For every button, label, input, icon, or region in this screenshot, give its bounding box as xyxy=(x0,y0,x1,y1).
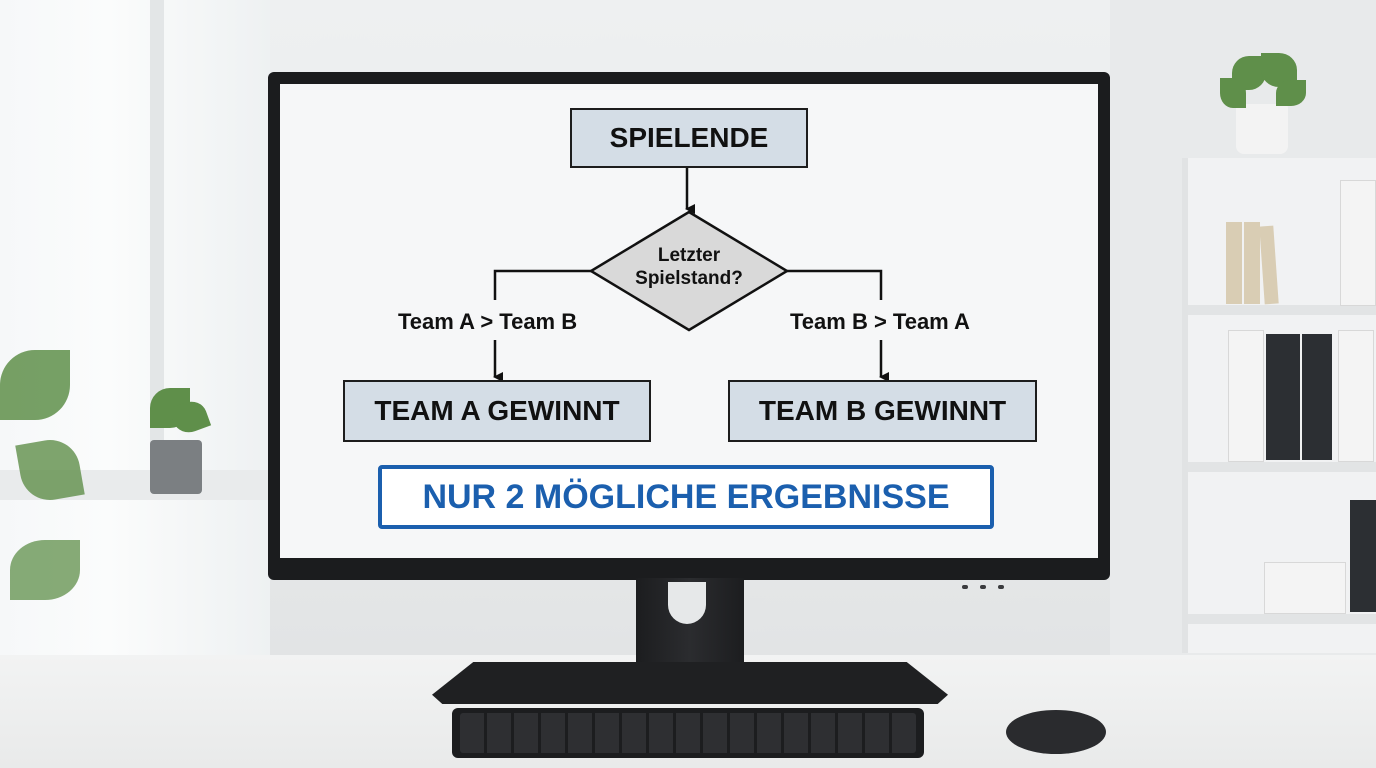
decision-label-line2: Spielstand? xyxy=(635,268,743,289)
connector-left xyxy=(493,269,591,300)
shelf-board xyxy=(1188,305,1376,315)
branch-label-left: Team A > Team B xyxy=(398,309,578,334)
binder xyxy=(1340,180,1376,306)
start-box: SPIELENDE xyxy=(570,108,808,168)
shelf-board xyxy=(1188,462,1376,472)
plant-leaf xyxy=(10,540,80,600)
connector-right xyxy=(787,269,883,300)
keyboard-keys[interactable] xyxy=(460,713,916,753)
plant-leaf xyxy=(0,350,70,420)
plant-leaf xyxy=(1276,80,1306,106)
binder xyxy=(1338,330,1374,462)
shelf-board xyxy=(1188,614,1376,624)
results-banner: NUR 2 MÖGLICHE ERGEBNISSE xyxy=(378,465,994,529)
monitor-stand-base xyxy=(432,662,948,704)
mouse-icon[interactable] xyxy=(1006,710,1106,754)
plant-pot-left xyxy=(150,440,202,494)
decision-diamond xyxy=(588,210,790,332)
binder xyxy=(1302,334,1332,460)
window-mullion xyxy=(150,0,164,470)
binder xyxy=(1228,330,1264,462)
outcome-team-b-box: TEAM B GEWINNT xyxy=(728,380,1037,442)
storage-box xyxy=(1264,562,1346,614)
branch-label-right: Team B > Team A xyxy=(790,309,970,334)
decision-label: Letzter Spielstand? xyxy=(612,244,766,290)
monitor-buttons[interactable] xyxy=(962,576,1022,589)
book xyxy=(1244,222,1260,304)
decision-label-line1: Letzter xyxy=(657,245,721,266)
binder xyxy=(1350,500,1376,612)
book xyxy=(1226,222,1242,304)
outcome-team-a-box: TEAM A GEWINNT xyxy=(343,380,651,442)
plant-pot-right xyxy=(1236,104,1288,154)
monitor-stand-cable-hole xyxy=(668,582,706,624)
binder xyxy=(1266,334,1300,460)
